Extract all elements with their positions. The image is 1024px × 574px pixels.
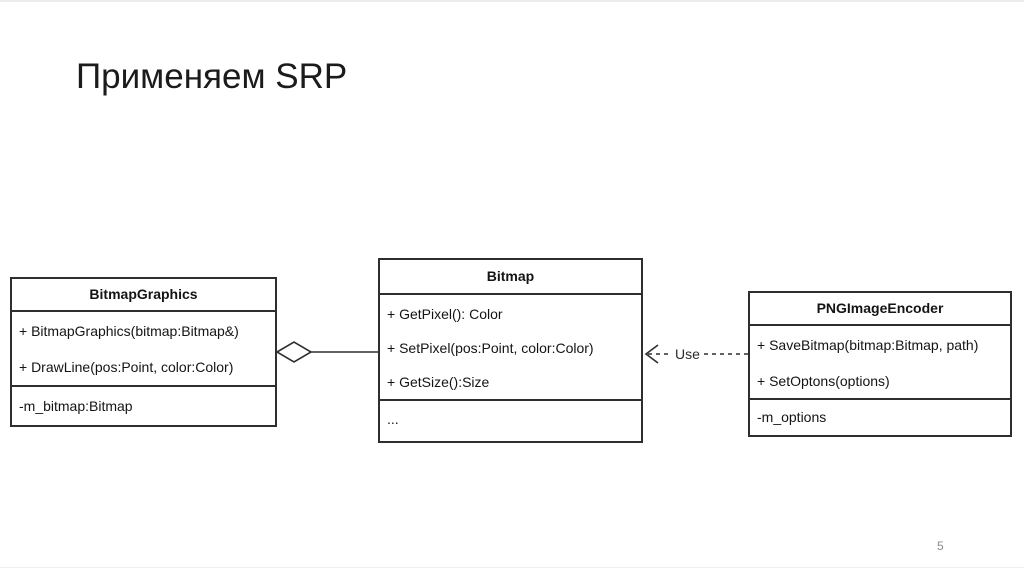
- page-number: 5: [937, 539, 944, 553]
- class-name-bitmapgraphics: BitmapGraphics: [12, 279, 275, 312]
- uml-class-bitmapgraphics: BitmapGraphics + BitmapGraphics(bitmap:B…: [10, 277, 277, 427]
- method-line: + SaveBitmap(bitmap:Bitmap, path): [757, 337, 979, 353]
- bottom-hairline: [0, 567, 1024, 568]
- method-line: + SetOptons(options): [757, 373, 890, 389]
- method-line: + BitmapGraphics(bitmap:Bitmap&): [19, 323, 239, 339]
- class-name-bitmap: Bitmap: [380, 260, 641, 295]
- aggregation-diamond-icon: [275, 341, 313, 363]
- top-hairline: [0, 0, 1024, 2]
- attribute-line: ...: [387, 411, 399, 427]
- method-line: + GetPixel(): Color: [387, 306, 503, 322]
- dependency-label: Use: [672, 345, 703, 363]
- attribute-line: -m_options: [757, 409, 827, 425]
- method-line: + DrawLine(pos:Point, color:Color): [19, 359, 234, 375]
- attributes-compartment: -m_bitmap:Bitmap: [12, 387, 275, 425]
- methods-compartment: + SaveBitmap(bitmap:Bitmap, path) + SetO…: [750, 326, 1010, 400]
- attribute-line: -m_bitmap:Bitmap: [19, 398, 133, 414]
- dependency-arrow-icon: [644, 344, 659, 364]
- methods-compartment: + BitmapGraphics(bitmap:Bitmap&) + DrawL…: [12, 312, 275, 387]
- attributes-compartment: -m_options: [750, 400, 1010, 435]
- class-name-pngimageencoder: PNGImageEncoder: [750, 293, 1010, 326]
- method-line: + SetPixel(pos:Point, color:Color): [387, 340, 594, 356]
- method-line: + GetSize():Size: [387, 374, 490, 390]
- aggregation-connector: [275, 341, 380, 363]
- uml-class-bitmap: Bitmap + GetPixel(): Color + SetPixel(po…: [378, 258, 643, 443]
- methods-compartment: + GetPixel(): Color + SetPixel(pos:Point…: [380, 295, 641, 401]
- slide-title: Применяем SRP: [76, 57, 348, 96]
- attributes-compartment: ...: [380, 401, 641, 441]
- uml-class-pngimageencoder: PNGImageEncoder + SaveBitmap(bitmap:Bitm…: [748, 291, 1012, 437]
